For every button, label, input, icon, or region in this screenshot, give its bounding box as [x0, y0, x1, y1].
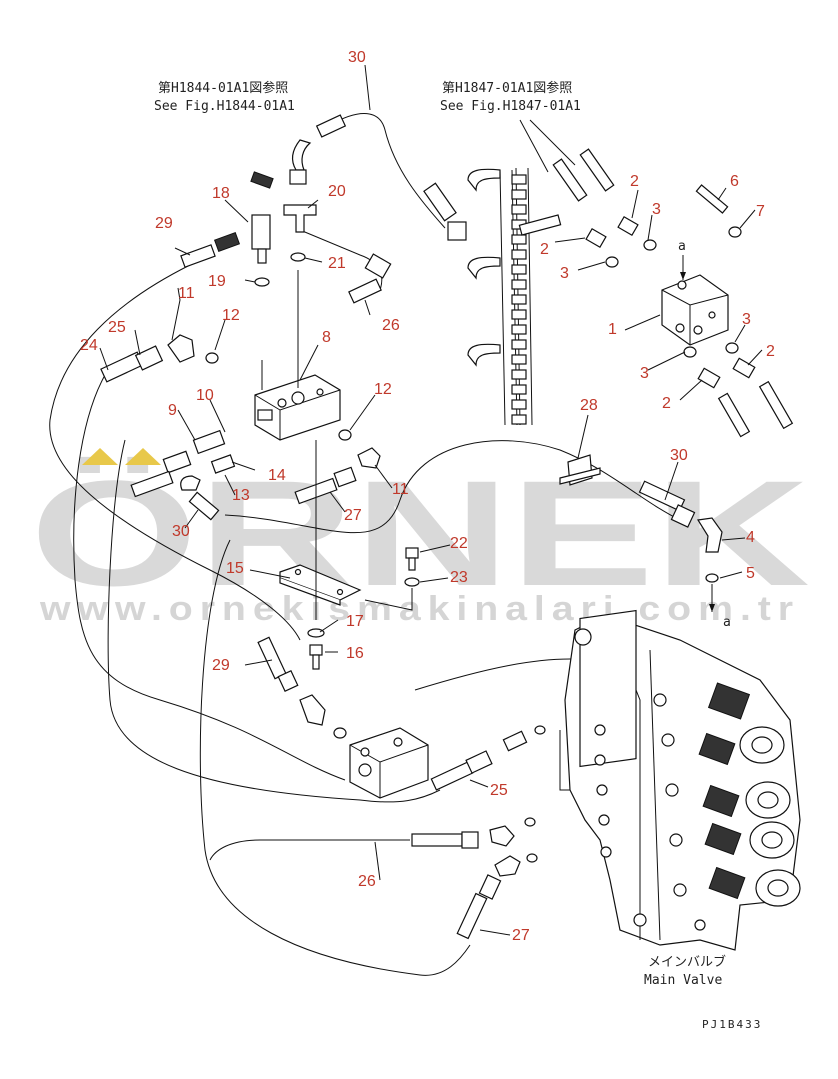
ref-right-jp: 第H1847-01A1図参照: [442, 80, 572, 96]
ref-left-jp: 第H1844-01A1図参照: [158, 80, 288, 96]
pipe-manifold: [467, 167, 562, 426]
callout-28: 28: [580, 397, 598, 414]
callout-11-top: 11: [178, 285, 195, 302]
callout-19: 19: [208, 273, 226, 290]
valve-ports: [594, 693, 706, 931]
callout-14: 14: [268, 467, 286, 484]
callout-2-c: 2: [766, 343, 775, 360]
watermark-accent-right: [125, 448, 161, 465]
main-valve: [564, 609, 801, 951]
callout-15: 15: [226, 560, 244, 577]
callout-29-top: 29: [155, 215, 173, 232]
callout-10: 10: [196, 387, 214, 404]
block-1: [661, 255, 729, 346]
callout-27-low: 27: [512, 927, 530, 944]
callout-11-mid: 11: [392, 481, 409, 498]
callout-13: 13: [232, 487, 250, 504]
callout-9: 9: [168, 402, 177, 419]
callout-25-low: 25: [490, 782, 508, 799]
valve-spools: [698, 682, 801, 907]
main-valve-label-jp: メインバルブ: [648, 954, 726, 970]
callout-25-top: 25: [108, 319, 126, 336]
callout-3-a: 3: [652, 201, 661, 218]
callout-20: 20: [328, 183, 346, 200]
ref-left-en: See Fig.H1844-01A1: [154, 99, 295, 114]
hose-fitting-30-top: [315, 114, 347, 138]
block-8: [254, 270, 341, 441]
hose-end-18: [250, 171, 274, 189]
callout-26-top: 26: [382, 317, 400, 334]
callout-4: 4: [746, 529, 755, 546]
callout-3-b: 3: [560, 265, 569, 282]
callout-8: 8: [322, 329, 331, 346]
callout-24-top: 24: [80, 337, 98, 354]
callout-2-b: 2: [540, 241, 549, 258]
callout-30-top: 30: [348, 49, 366, 66]
callout-29-low: 29: [212, 657, 230, 674]
callout-6: 6: [730, 173, 739, 190]
callout-22: 22: [450, 535, 468, 552]
clamp-and-elbow: [559, 454, 723, 612]
view-mark-a-bottom: a: [723, 615, 731, 630]
callout-26-low: 26: [358, 873, 376, 890]
callout-21: 21: [328, 255, 346, 272]
drawing-code: PJ1B433: [702, 1018, 762, 1031]
callout-16: 16: [346, 645, 364, 662]
callout-12-top: 12: [222, 307, 240, 324]
callout-17: 17: [346, 613, 364, 630]
callout-30-right: 30: [670, 447, 688, 464]
right-fittings: [552, 148, 794, 438]
lower-hoses: [257, 636, 546, 940]
relay-block: [349, 727, 429, 799]
watermark: ÖRNEK www.ornekismakinalari.com.tr: [30, 448, 810, 628]
callout-27-mid: 27: [344, 507, 362, 524]
ref-right-en: See Fig.H1847-01A1: [440, 99, 581, 114]
callout-1: 1: [608, 321, 617, 338]
view-mark-a-top: a: [678, 239, 686, 254]
watermark-accent-left: [82, 448, 118, 465]
watermark-url: www.ornekismakinalari.com.tr: [39, 590, 800, 628]
callouts: 30 18 20 29 21 19 11 26 25 12 24 8 10 9 …: [80, 49, 775, 944]
callout-23: 23: [450, 569, 468, 586]
callout-3-c: 3: [742, 311, 751, 328]
callout-2-a: 2: [630, 173, 639, 190]
leader-lines: [99, 64, 763, 936]
callout-5: 5: [746, 565, 755, 582]
callout-7: 7: [756, 203, 765, 220]
callout-12-mid: 12: [374, 381, 392, 398]
callout-30-left: 30: [172, 523, 190, 540]
upper-fittings: [180, 114, 467, 304]
callout-3-d: 3: [640, 365, 649, 382]
plate-15: [279, 440, 420, 670]
callout-2-d: 2: [662, 395, 671, 412]
callout-18: 18: [212, 185, 230, 202]
main-valve-label-en: Main Valve: [644, 973, 722, 988]
